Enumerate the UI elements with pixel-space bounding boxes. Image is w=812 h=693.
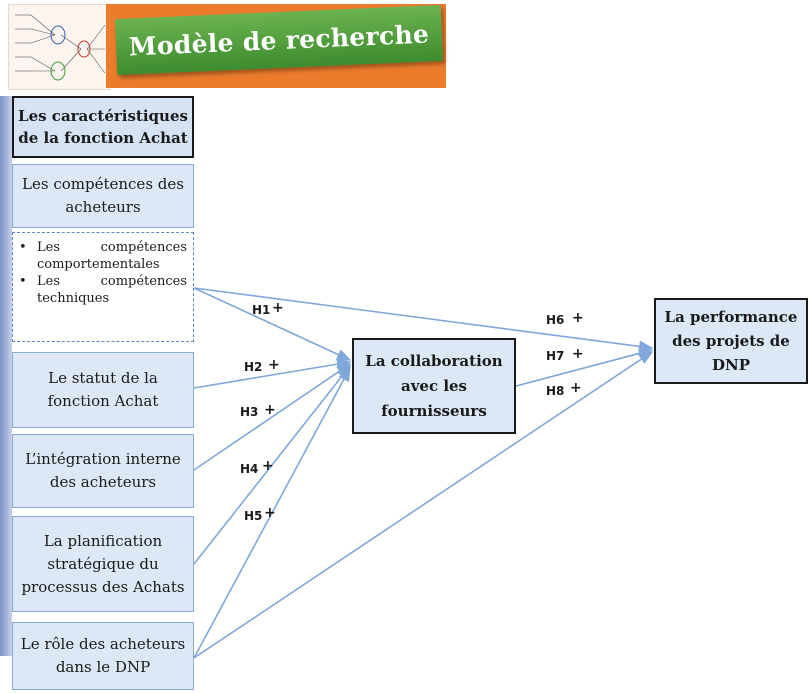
- arrow-h8: [193, 351, 654, 659]
- subitem-rest: comportementales: [37, 257, 160, 272]
- subitem-word: compétences: [100, 274, 187, 289]
- integration-line-2: des acheteurs: [49, 473, 157, 491]
- hypothesis-label-h6: H6: [546, 313, 565, 327]
- characteristics-header-box: Les caractéristiques de la fonction Acha…: [12, 96, 194, 158]
- hypothesis-label-h2: H2: [244, 360, 263, 374]
- subitem-word: compétences: [100, 240, 187, 255]
- plus-sign: +: [570, 380, 582, 396]
- hypothesis-label-h1: H1: [252, 303, 271, 317]
- arrow-h1: [193, 287, 352, 361]
- plus-sign: +: [272, 300, 284, 316]
- arrow-h3: [193, 363, 352, 471]
- competences-line-2: acheteurs: [65, 198, 141, 216]
- competences-sublist-box: • Les compétences comportementales • Les c…: [12, 232, 194, 342]
- perf-line-2: des projets de: [672, 332, 790, 350]
- plus-sign: +: [572, 346, 584, 362]
- purchasing-status-box: Le statut de la fonction Achat: [12, 352, 194, 428]
- list-item: • Les compétences comportementales: [19, 239, 187, 273]
- buyers-role-box: Le rôle des acheteurs dans le DNP: [12, 622, 194, 690]
- arrow-h4: [193, 364, 351, 565]
- buyer-competences-box: Les compétences des acheteurs: [12, 164, 194, 228]
- internal-integration-box: L’intégration interne des acheteurs: [12, 434, 194, 508]
- hypothesis-label-h5: H5: [244, 509, 263, 523]
- header-line-1: Les caractéristiques: [18, 107, 188, 125]
- planification-line-2: stratégique du: [47, 554, 159, 573]
- collab-line-3: fournisseurs: [381, 401, 487, 420]
- hypothesis-label-h7: H7: [546, 349, 565, 363]
- role-line-2: dans le DNP: [55, 658, 151, 676]
- hypothesis-label-h4: H4: [240, 462, 259, 476]
- header-line-2: de la fonction Achat: [18, 129, 188, 147]
- supplier-collaboration-box: La collaboration avec les fournisseurs: [352, 338, 516, 434]
- list-item: • Les compétences techniques: [19, 273, 187, 307]
- statut-line-1: Le statut de la: [48, 369, 158, 387]
- perf-line-3: DNP: [712, 356, 750, 374]
- collab-line-2: avec les: [400, 376, 468, 395]
- integration-line-1: L’intégration interne: [25, 450, 181, 468]
- statut-line-2: fonction Achat: [47, 392, 159, 410]
- arrow-h7: [515, 347, 654, 387]
- arrow-h5: [193, 366, 351, 659]
- left-accent-strip: [0, 96, 12, 656]
- subitem-word: Les: [37, 274, 60, 289]
- plus-sign: +: [572, 310, 584, 326]
- hypothesis-label-h8: H8: [546, 384, 565, 398]
- strategic-planning-box: La planification stratégique du processu…: [12, 516, 194, 612]
- npd-performance-box: La performance des projets de DNP: [654, 298, 808, 384]
- role-line-1: Le rôle des acheteurs: [20, 635, 186, 653]
- bullet-icon: •: [19, 240, 27, 255]
- bullet-icon: •: [19, 274, 27, 289]
- collab-line-1: La collaboration: [365, 351, 503, 370]
- plus-sign: +: [262, 458, 274, 474]
- plus-sign: +: [264, 402, 276, 418]
- subitem-rest: techniques: [37, 291, 110, 306]
- plus-sign: +: [268, 357, 280, 373]
- plus-sign: +: [264, 505, 276, 521]
- planification-line-3: processus des Achats: [21, 577, 185, 596]
- subitem-word: Les: [37, 240, 60, 255]
- perf-line-1: La performance: [664, 308, 798, 326]
- arrow-h6: [193, 287, 654, 353]
- planification-line-1: La planification: [43, 531, 163, 550]
- hypothesis-label-h3: H3: [240, 405, 259, 419]
- competences-line-1: Les compétences des: [22, 175, 184, 193]
- arrow-h2: [193, 358, 352, 389]
